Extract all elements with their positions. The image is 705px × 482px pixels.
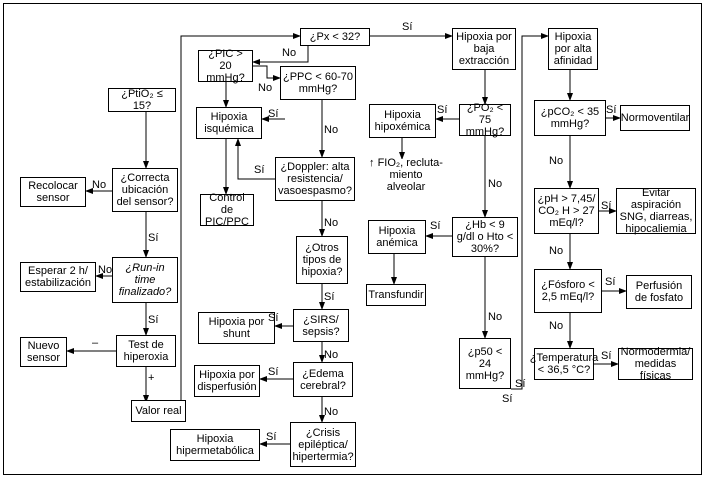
node-sirs: ¿SIRS/ sepsis? [293, 309, 349, 342]
label-no-pic-ppc: No [258, 82, 273, 94]
label-yes-crisis-hipermetabolica: Sí [266, 431, 277, 443]
flowchart-frame: ¿PtiO₂ ≤ 15? ¿Correcta ubicación del sen… [3, 3, 702, 475]
label-no-hb-p50: No [488, 311, 503, 323]
label-yes-hb-anemica: Sí [430, 220, 441, 232]
node-hipoxemica: Hipoxia hipoxémica [369, 104, 436, 138]
label-yes-ph-evitar: Sí [601, 200, 612, 212]
node-p50: ¿p50 < 24 mmHg? [459, 338, 511, 389]
label-no-correcta-recolocar: No [92, 179, 107, 191]
node-anemica: Hipoxia anémica [368, 220, 426, 254]
label-minus-test-nuevo: – [92, 337, 99, 349]
node-correcta: ¿Correcta ubicación del sensor? [112, 168, 178, 212]
edge-p50-alta [511, 33, 549, 390]
node-po2: ¿PO₂ < 75 mmHg? [459, 102, 511, 138]
label-yes-temperatura-normodermia: Sí [601, 350, 612, 362]
node-disperfusion: Hipoxia por disperfusión [194, 365, 260, 397]
node-recolocar: Recolocar sensor [20, 177, 86, 207]
node-control: Control de PIC/PPC [200, 192, 254, 228]
node-otros: ¿Otros tipos de hipoxia? [296, 236, 348, 284]
label-no-px-pic: No [282, 47, 297, 59]
node-px: ¿Px < 32? [300, 28, 370, 46]
node-perfusion: Perfusión de fosfato [626, 275, 692, 309]
label-yes-otros-sirs: Sí [324, 291, 335, 303]
node-pic: ¿PIC > 20 mmHg? [198, 48, 253, 84]
label-no-doppler-otros: No [324, 217, 339, 229]
node-nuevo: Nuevo sensor [20, 337, 67, 367]
edge-px-pic [252, 42, 309, 65]
label-yes-runin-test: Sí [148, 314, 159, 326]
label-no-fosforo-temperatura: No [549, 320, 564, 332]
node-transfundir: Transfundir [366, 284, 426, 306]
label-plus-test-valor: + [148, 372, 155, 384]
label-yes-doppler-isquemica: Sí [254, 164, 265, 176]
node-test: Test de hiperoxia [116, 335, 176, 367]
node-isquemica: Hipoxia isquémica [196, 107, 262, 139]
edge-pic-ppc [251, 65, 281, 81]
node-alta: Hipoxia por alta afinidad [548, 28, 598, 70]
label-no-pco2-ph: No [549, 155, 564, 167]
node-shunt: Hipoxia por shunt [198, 312, 275, 344]
label-yes-pco2-normoventilar: Sí [606, 104, 617, 116]
label-no-edema-crisis: No [324, 406, 339, 418]
label-yes-p50-alta-a: Sí [515, 378, 526, 390]
node-temperatura: ¿Temperatura < 36,5 °C? [530, 348, 598, 380]
node-ppc: ¿PPC < 60-70 mmHg? [280, 66, 356, 100]
node-fosforo: ¿Fósforo < 2,5 mEq/l? [534, 269, 602, 313]
node-runin: ¿Run-in time finalizado? [112, 257, 178, 303]
edge-doppler-isquemica [235, 138, 275, 180]
node-hipermetabolica: Hipoxia hipermetabólica [170, 429, 260, 461]
label-no-ph-fosforo: No [549, 245, 564, 257]
node-normodermia: Normodermia/ medidas físicas [618, 346, 693, 382]
label-no-sirs-edema: No [324, 349, 339, 361]
label-yes-p50-alta-b: Sí [502, 393, 513, 405]
node-edema: ¿Edema cerebral? [293, 362, 353, 397]
node-crisis: ¿Crisis epiléptica/ hipertermia? [290, 422, 356, 467]
node-baja: Hipoxia por baja extracción [452, 28, 516, 70]
label-no-ppc-doppler: No [324, 124, 339, 136]
label-yes-px-baja: Sí [402, 21, 413, 33]
node-esperar: Esperar 2 h/ estabilización [20, 262, 96, 292]
label-yes-sirs-shunt: Sí [268, 312, 279, 324]
connector-layer [66, 33, 627, 447]
label-no-po2-hb: No [488, 178, 503, 190]
node-pco2: ¿pCO₂ < 35 mmHg? [534, 100, 606, 136]
node-ptio2: ¿PtiO₂ ≤ 15? [108, 88, 176, 112]
label-yes-ppc-isquemica: Sí [268, 108, 279, 120]
label-yes-correcta-runin: Sí [148, 232, 159, 244]
node-evitar: Evitar aspiración SNG, diarreas, hipocal… [616, 187, 696, 235]
node-ph: ¿pH > 7,45/ CO₂ H > 27 mEq/l? [534, 188, 599, 234]
node-fio2: ↑ FIO₂, recluta- miento alveolar [366, 157, 446, 193]
node-doppler: ¿Doppler: alta resistencia/ vasoespasmo? [275, 157, 355, 201]
node-normoventilar: Normoventilar [620, 105, 690, 131]
label-yes-fosforo-perfusion: Sí [605, 276, 616, 288]
node-valor: Valor real [131, 400, 186, 422]
node-hb: ¿Hb < 9 g/dl o Hto < 30%? [452, 217, 518, 257]
label-no-runin-esperar: No [98, 264, 113, 276]
label-yes-edema-disperfusion: Sí [268, 366, 279, 378]
label-yes-po2-hipoxemica: Sí [437, 104, 448, 116]
